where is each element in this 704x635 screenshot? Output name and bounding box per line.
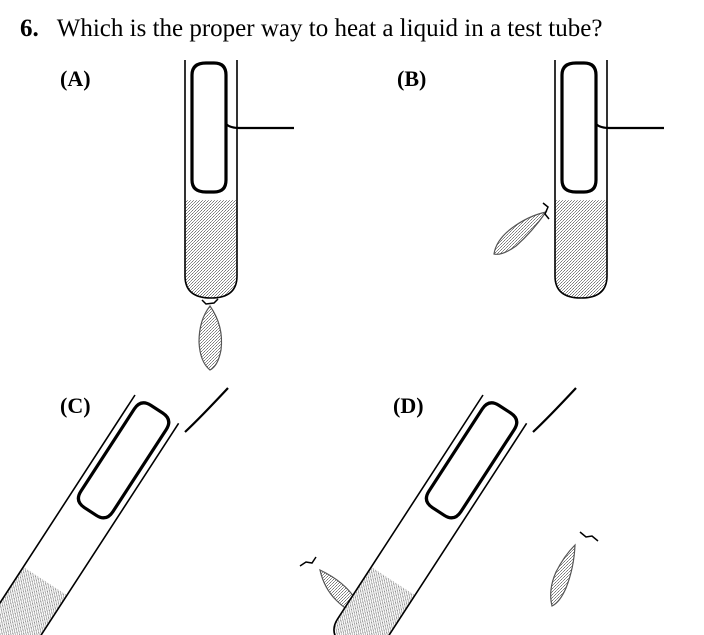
figure-a-test-tube	[184, 60, 294, 371]
flame-a	[198, 304, 223, 371]
tube-liquid	[0, 566, 67, 635]
flame-tip-a	[201, 298, 219, 305]
tube-holder	[190, 61, 228, 194]
question-text: 6. Which is the proper way to heat a liqu…	[20, 12, 602, 46]
figure-b-test-tube	[493, 60, 664, 299]
tube-outline	[333, 394, 528, 635]
tube-outline	[554, 60, 608, 299]
tube-liquid	[334, 566, 415, 635]
flame-tip-d	[579, 531, 599, 542]
flame-tip-b	[542, 202, 550, 220]
option-b-label[interactable]: (B)	[397, 66, 427, 91]
tube-holder	[424, 401, 519, 520]
option-c-label[interactable]: (C)	[60, 393, 91, 418]
figure-c-test-tube	[0, 394, 180, 635]
option-d-label[interactable]: (D)	[393, 393, 424, 418]
question-number: 6.	[20, 15, 39, 42]
tube-liquid	[185, 200, 237, 298]
flame-tip-c	[299, 556, 317, 567]
question-prompt: Which is the proper way to heat a liquid…	[56, 15, 603, 42]
option-a-label[interactable]: (A)	[60, 66, 91, 91]
figure-d-test-tube	[333, 394, 528, 635]
holder-handle-c	[184, 387, 229, 433]
flame-b	[493, 211, 548, 255]
flame-d	[550, 543, 576, 607]
tube-outline	[184, 60, 238, 299]
holder-handle	[225, 123, 294, 130]
tube-holder	[76, 401, 171, 520]
holder-handle	[595, 123, 664, 130]
tube-liquid	[555, 200, 607, 298]
tube-holder	[560, 61, 598, 194]
holder-handle-d	[532, 387, 577, 433]
